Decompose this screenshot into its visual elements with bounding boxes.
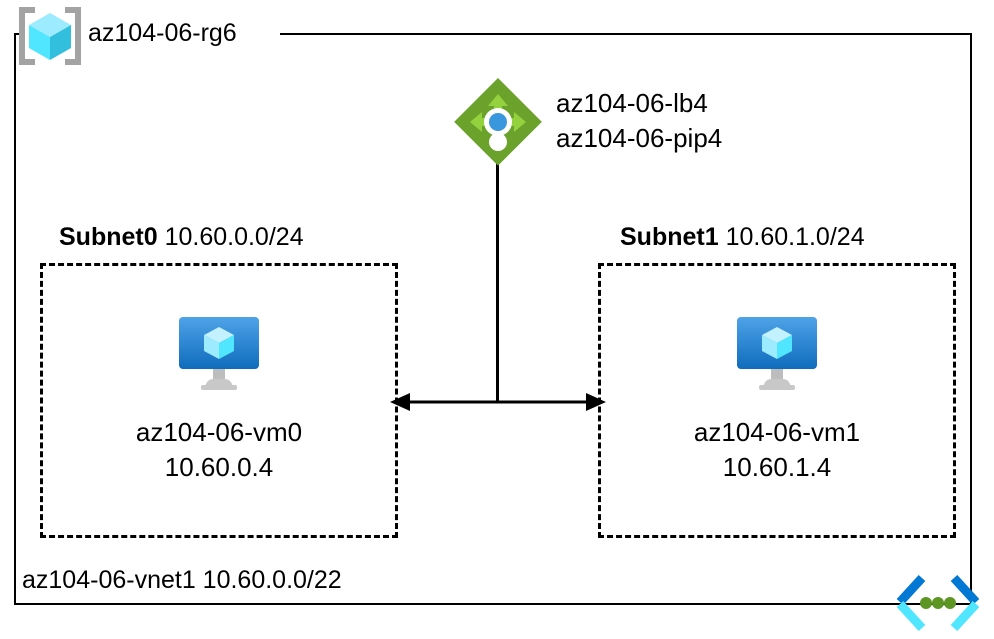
subnet-name-1: Subnet1 bbox=[620, 223, 719, 251]
subnet-connector-arrow bbox=[390, 393, 606, 411]
load-balancer-name: az104-06-lb4 bbox=[556, 88, 708, 118]
vnet-label: az104-06-vnet1 10.60.0.0/22 bbox=[22, 566, 342, 594]
vm-ip-0: 10.60.0.4 bbox=[164, 452, 274, 482]
virtual-machine-icon bbox=[729, 313, 825, 393]
subnet-box-1 bbox=[598, 263, 956, 538]
subnet-title-0: Subnet0 10.60.0.0/24 bbox=[59, 222, 304, 252]
subnet-cidr-1: 10.60.1.0/24 bbox=[725, 223, 865, 251]
vm-labels-0: az104-06-vm0 10.60.0.4 bbox=[40, 415, 398, 485]
vm-ip-1: 10.60.1.4 bbox=[722, 452, 832, 482]
resource-group-label: az104-06-rg6 bbox=[88, 19, 237, 47]
load-balancer-connector-line bbox=[496, 160, 499, 402]
load-balancer-labels: az104-06-lb4 az104-06-pip4 bbox=[556, 86, 722, 156]
vm-block-1: az104-06-vm1 10.60.1.4 bbox=[598, 313, 956, 485]
vm-block-0: az104-06-vm0 10.60.0.4 bbox=[40, 313, 398, 485]
load-balancer-icon bbox=[452, 76, 544, 168]
vm-name-1: az104-06-vm1 bbox=[693, 417, 861, 447]
subnet-cidr-0: 10.60.0.0/24 bbox=[164, 223, 304, 251]
subnet-name-0: Subnet0 bbox=[59, 223, 158, 251]
public-ip-name: az104-06-pip4 bbox=[556, 123, 723, 153]
resource-group-cube-icon bbox=[14, 6, 86, 66]
subnet-box-0 bbox=[40, 263, 398, 538]
virtual-network-icon bbox=[892, 574, 984, 634]
subnet-title-1: Subnet1 10.60.1.0/24 bbox=[620, 222, 865, 252]
vm-name-0: az104-06-vm0 bbox=[135, 417, 303, 447]
virtual-machine-icon bbox=[171, 313, 267, 393]
resource-group-boundary bbox=[14, 33, 972, 605]
vm-labels-1: az104-06-vm1 10.60.1.4 bbox=[598, 415, 956, 485]
